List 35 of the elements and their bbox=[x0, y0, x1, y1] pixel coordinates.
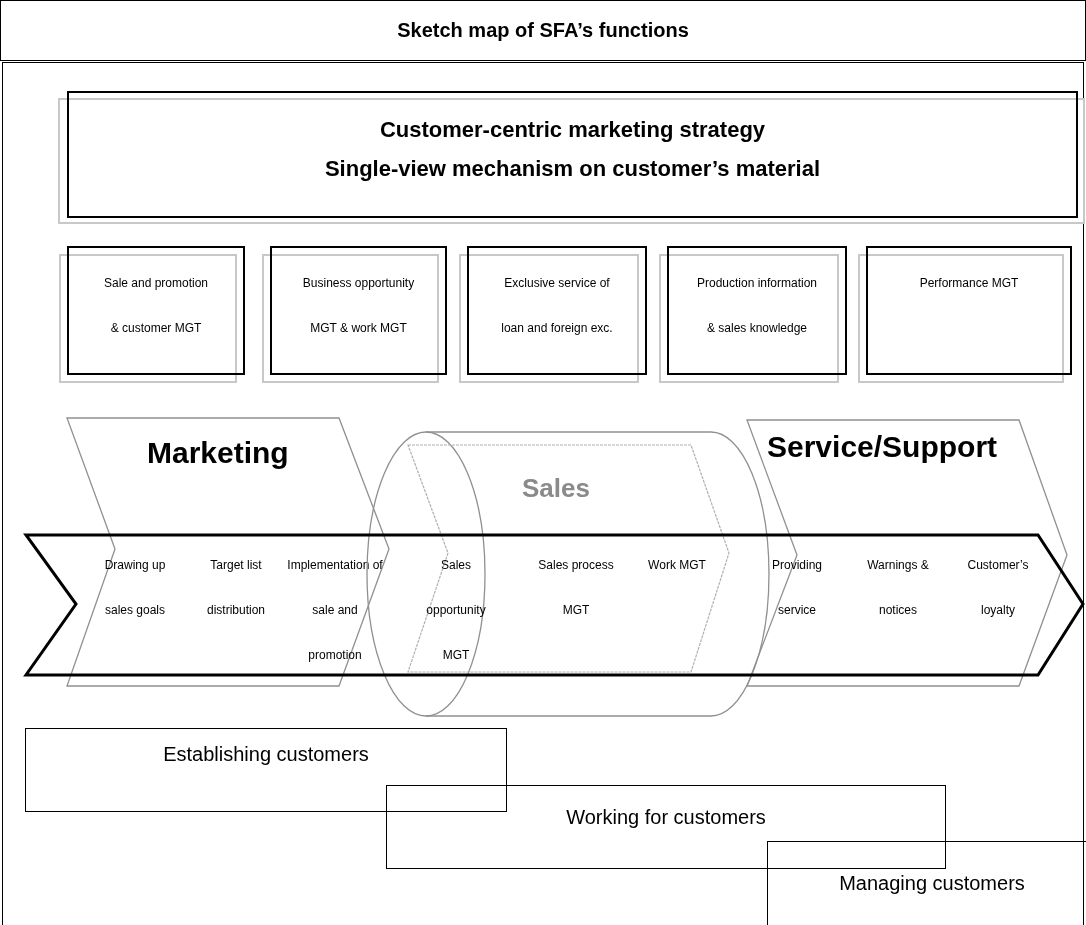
step-text: Sales opportunity MGT bbox=[425, 557, 487, 664]
strategy-box bbox=[67, 91, 1078, 218]
strategy-text: Customer-centric marketing strategy bbox=[378, 117, 767, 143]
chevron-shape bbox=[747, 420, 1067, 686]
stage-heading: Sales bbox=[522, 473, 590, 504]
step-text: Target list distribution bbox=[206, 557, 266, 619]
function-text: Exclusive service of loan and foreign exc. bbox=[500, 275, 614, 337]
stage-heading: Service/Support bbox=[767, 430, 998, 464]
phase-box bbox=[386, 785, 946, 869]
phase-text: Managing customers bbox=[838, 872, 1026, 895]
chevron-shape bbox=[67, 418, 389, 686]
function-text: Sale and promotion & customer MGT bbox=[102, 275, 210, 337]
step-text: Providing service bbox=[771, 557, 823, 619]
step-text: Implementation of sale and promotion bbox=[286, 557, 384, 664]
function-text: Production information & sales knowledge bbox=[695, 275, 819, 337]
function-box bbox=[67, 246, 245, 375]
function-box bbox=[667, 246, 847, 375]
phase-text: Working for customers bbox=[565, 806, 767, 829]
function-text: Performance MGT bbox=[918, 275, 1020, 292]
step-text: Work MGT bbox=[647, 557, 707, 574]
function-box bbox=[866, 246, 1072, 375]
step-text: Drawing up sales goals bbox=[103, 557, 167, 619]
function-text: Business opportunity MGT & work MGT bbox=[301, 275, 416, 337]
title: Sketch map of SFA’s functions bbox=[397, 19, 689, 42]
function-box bbox=[467, 246, 647, 375]
strategy-text: Single-view mechanism on customer’s material bbox=[323, 156, 822, 182]
step-text: Customer’s loyalty bbox=[966, 557, 1030, 619]
process-arrow-band bbox=[24, 533, 1086, 677]
stage-heading: Marketing bbox=[147, 436, 289, 470]
phase-text: Establishing customers bbox=[162, 743, 370, 766]
phase-box bbox=[25, 728, 507, 812]
phase-box bbox=[767, 841, 1086, 925]
step-text: Sales process MGT bbox=[537, 557, 615, 619]
function-box bbox=[270, 246, 447, 375]
step-text: Warnings & notices bbox=[866, 557, 930, 619]
